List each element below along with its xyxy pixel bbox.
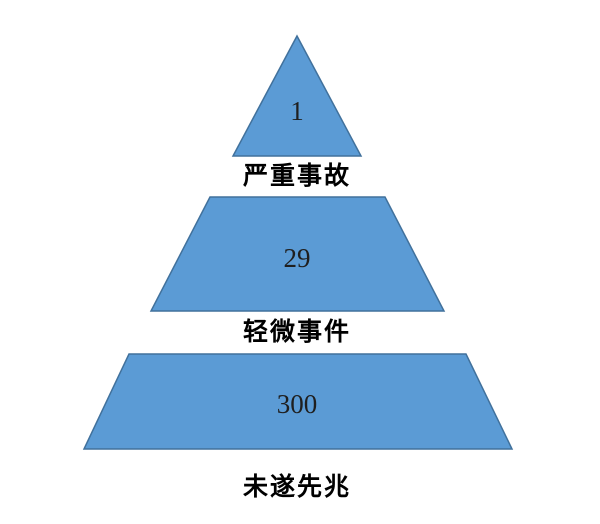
pyramid-level-3-value: 300	[277, 389, 318, 419]
pyramid-level-1-shape	[231, 34, 363, 157]
pyramid-level-1-label: 严重事故	[243, 162, 351, 190]
pyramid-level-1-value: 1	[290, 96, 304, 126]
pyramid-level-2-shape	[149, 196, 446, 312]
pyramid-level-2-value: 29	[284, 243, 311, 273]
pyramid-level-2-label: 轻微事件	[243, 318, 351, 346]
pyramid-level-3-label: 未遂先兆	[243, 473, 351, 501]
pyramid-level-3-shape	[82, 353, 514, 450]
